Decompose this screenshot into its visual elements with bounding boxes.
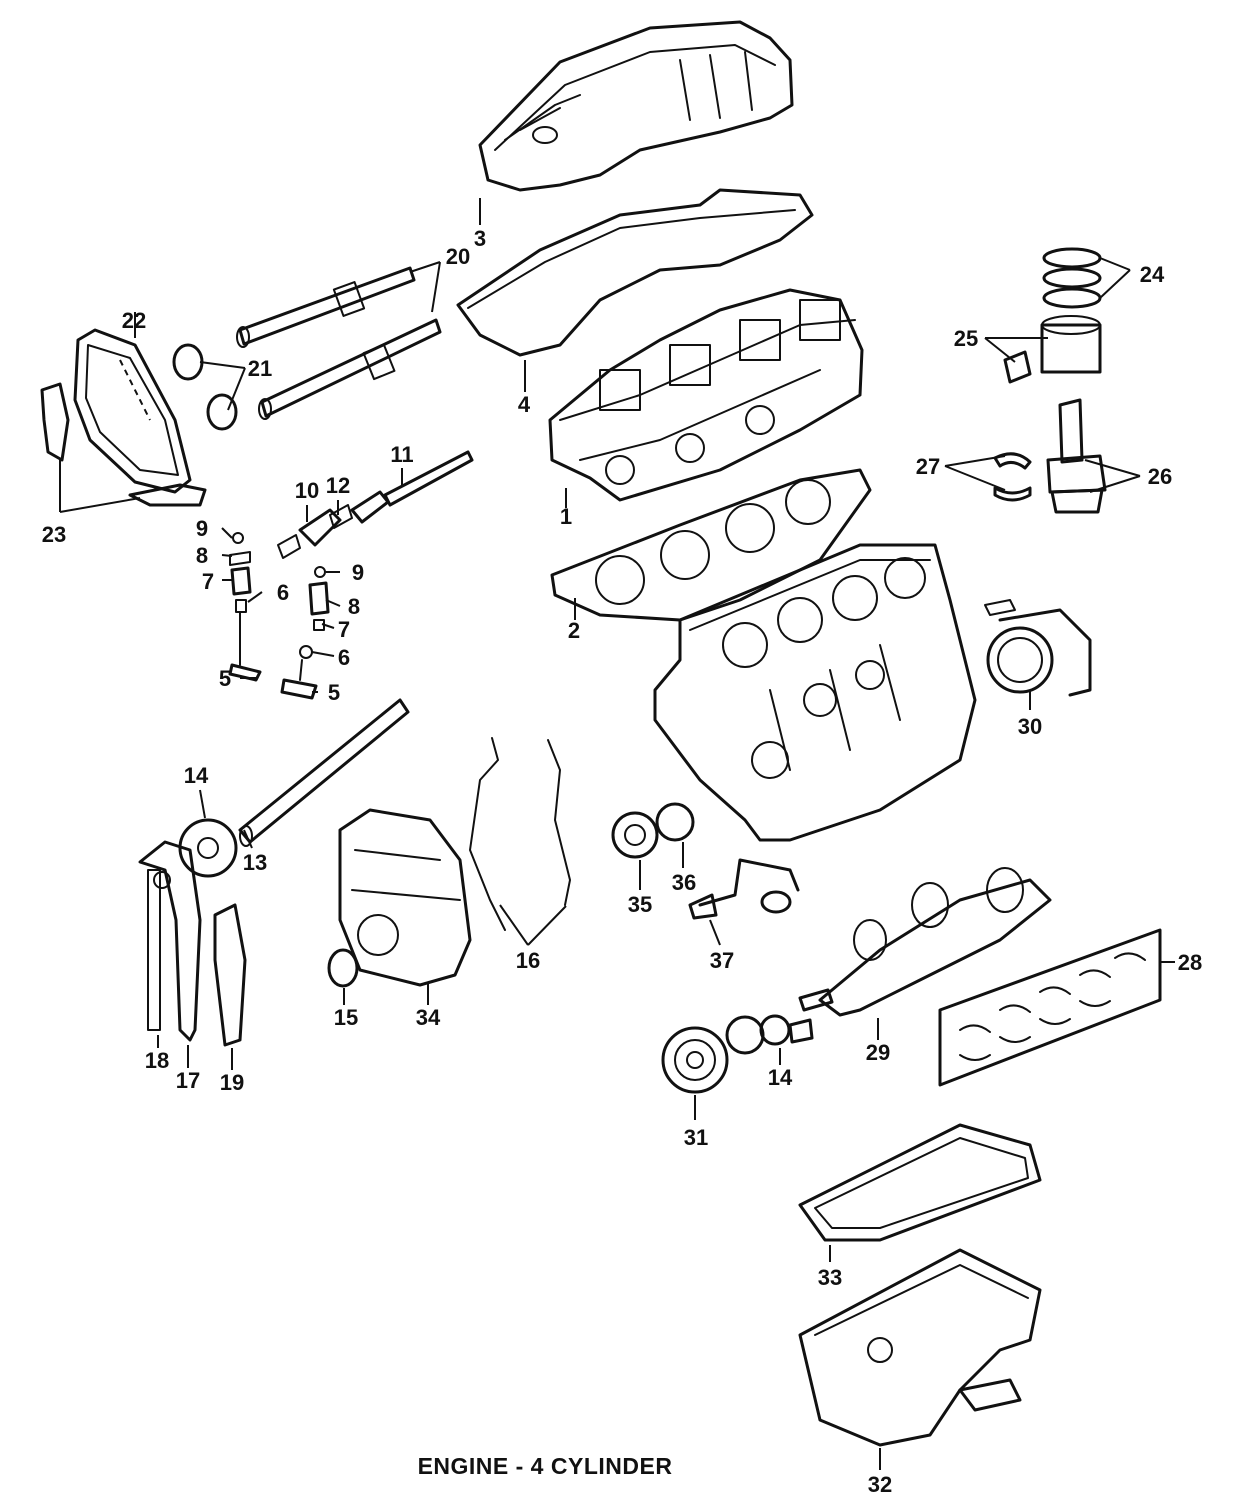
callout-23: 23	[42, 522, 66, 547]
callout-26: 26	[1148, 464, 1172, 489]
timing-chain	[73, 328, 192, 494]
callout-8a: 8	[196, 543, 208, 568]
oil-pickup-tube	[688, 858, 800, 920]
callout-6b: 6	[338, 645, 350, 670]
callout-19: 19	[220, 1070, 244, 1095]
timing-cover-gaskets	[469, 737, 571, 931]
head-gasket	[550, 468, 872, 622]
crank-sprockets	[725, 1014, 814, 1055]
callout-labels: 1 2 3 4 5 5 6 6 7 7 8 8 9 9 10 11 12 13 …	[42, 226, 1202, 1497]
callout-8b: 8	[348, 594, 360, 619]
callout-28: 28	[1178, 950, 1202, 975]
callout-35: 35	[628, 892, 652, 917]
callout-16: 16	[516, 948, 540, 973]
callout-7a: 7	[202, 569, 214, 594]
callout-4: 4	[518, 392, 531, 417]
callout-6a: 6	[277, 580, 289, 605]
oil-pump-rotors	[611, 802, 695, 859]
camshafts	[236, 266, 442, 420]
leader-lines	[59, 198, 1175, 1470]
callout-30: 30	[1018, 714, 1042, 739]
callout-9b: 9	[352, 560, 364, 585]
callout-18: 18	[145, 1048, 169, 1073]
callout-20: 20	[446, 244, 470, 269]
callout-11: 11	[390, 442, 413, 467]
callout-34: 34	[416, 1005, 441, 1030]
callout-37: 37	[710, 948, 734, 973]
callout-9a: 9	[196, 516, 208, 541]
callout-10: 10	[295, 478, 319, 503]
callout-14b: 14	[768, 1065, 793, 1090]
callout-13: 13	[243, 850, 267, 875]
crank-pulley	[661, 1026, 729, 1094]
callout-29: 29	[866, 1040, 890, 1065]
callout-36: 36	[672, 870, 696, 895]
callout-24: 24	[1140, 262, 1165, 287]
intermediate-shaft	[238, 698, 410, 847]
timing-chain-guides	[40, 382, 207, 507]
main-bearings	[938, 928, 1162, 1087]
callout-22: 22	[122, 308, 146, 333]
engine-block	[653, 543, 977, 842]
oil-pan	[798, 1248, 1042, 1447]
piston	[1003, 315, 1102, 384]
cam-sprockets	[172, 343, 238, 431]
callout-2: 2	[568, 618, 580, 643]
front-timing-cover	[338, 808, 472, 987]
callout-5b: 5	[328, 680, 340, 705]
piston-rings	[1042, 247, 1102, 309]
oil-pan-gasket	[798, 1123, 1042, 1242]
rear-main-seal	[984, 599, 1092, 697]
cylinder-head	[548, 288, 864, 502]
crankshaft	[798, 867, 1052, 1017]
callout-31: 31	[684, 1125, 708, 1150]
callout-27: 27	[916, 454, 940, 479]
callout-25: 25	[954, 326, 978, 351]
callout-1: 1	[560, 504, 572, 529]
callout-14a: 14	[184, 763, 209, 788]
valve-cover	[478, 20, 794, 192]
valve-assembly-left	[228, 532, 262, 682]
callout-17: 17	[176, 1068, 200, 1093]
callout-12: 12	[326, 473, 350, 498]
connecting-rod	[1046, 398, 1107, 514]
callout-32: 32	[868, 1472, 892, 1497]
callout-7b: 7	[338, 617, 350, 642]
callout-21: 21	[248, 356, 272, 381]
rod-bearings	[993, 452, 1032, 502]
diagram-caption: ENGINE - 4 CYLINDER	[418, 1453, 673, 1479]
callout-3: 3	[474, 226, 486, 251]
rocker-arms	[277, 490, 390, 559]
valve-cover-gasket	[456, 188, 814, 357]
callout-15: 15	[334, 1005, 358, 1030]
callout-5a: 5	[219, 666, 231, 691]
lower-timing-chain	[138, 840, 247, 1047]
callout-33: 33	[818, 1265, 842, 1290]
front-crank-seal	[327, 948, 359, 988]
